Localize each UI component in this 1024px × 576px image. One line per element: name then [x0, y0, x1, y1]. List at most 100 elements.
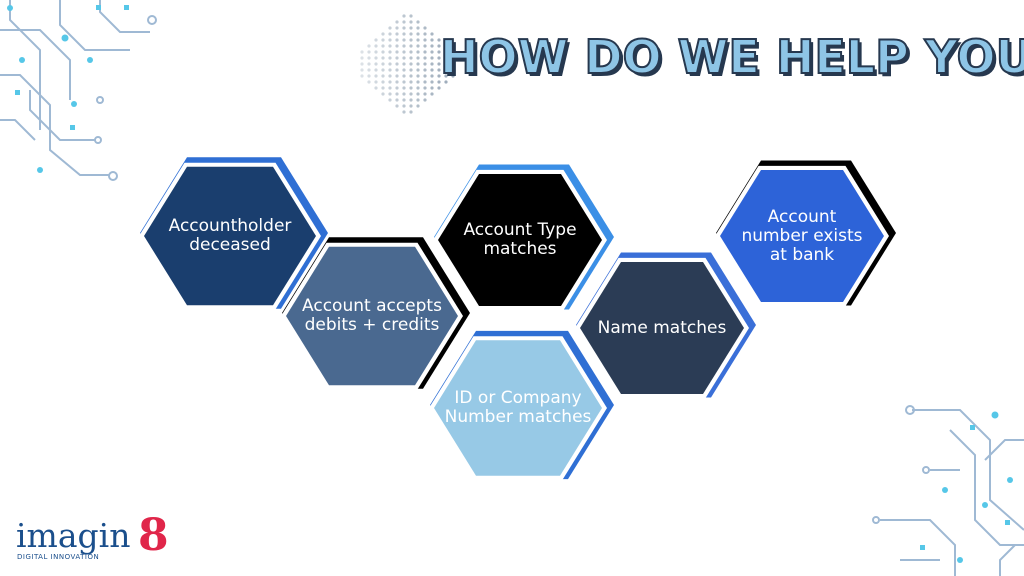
- arrow-dot: [388, 86, 392, 90]
- arrow-dot: [409, 32, 413, 36]
- arrow-dot: [360, 50, 364, 54]
- arrow-dot: [381, 68, 385, 72]
- arrow-dot: [416, 50, 420, 54]
- arrow-dot: [409, 80, 413, 84]
- arrow-dot: [430, 86, 434, 90]
- arrow-dot: [430, 50, 434, 54]
- hex-label-accepts-debits-credits: Account accepts debits + credits: [302, 296, 442, 335]
- arrow-dot: [367, 50, 371, 54]
- arrow-dot: [451, 50, 455, 54]
- arrow-dot: [437, 56, 441, 60]
- arrow-dot: [416, 74, 420, 78]
- arrow-dot: [367, 62, 371, 66]
- arrow-dot: [388, 50, 392, 54]
- arrow-dot: [451, 74, 455, 78]
- arrow-dot: [402, 98, 406, 102]
- arrow-dot: [402, 92, 406, 96]
- arrow-dot: [409, 104, 413, 108]
- hexagon-1: [286, 246, 458, 386]
- arrow-dot: [367, 44, 371, 48]
- arrow-dot: [416, 20, 420, 24]
- arrow-dot: [388, 98, 392, 102]
- arrow-dot: [416, 104, 420, 108]
- arrow-dot: [374, 38, 378, 42]
- arrow-dot: [395, 32, 399, 36]
- arrow-dot: [402, 20, 406, 24]
- hex-label-account-type: Account Type matches: [463, 220, 577, 259]
- arrow-dot: [360, 62, 364, 66]
- arrow-dot: [409, 44, 413, 48]
- arrow-dot: [416, 38, 420, 42]
- arrow-dot: [374, 50, 378, 54]
- arrow-dot: [381, 80, 385, 84]
- arrow-dot: [381, 56, 385, 60]
- arrow-dot: [367, 80, 371, 84]
- arrow-dot: [395, 92, 399, 96]
- arrow-dot: [381, 38, 385, 42]
- arrow-dot: [409, 38, 413, 42]
- arrow-dot: [360, 56, 364, 60]
- arrow-dot: [409, 20, 413, 24]
- logo-tagline: DIGITAL INNOVATION: [17, 553, 100, 561]
- arrow-dot: [423, 44, 427, 48]
- arrow-dot: [374, 56, 378, 60]
- arrow-dot: [388, 80, 392, 84]
- circuit-dots-top-left: [7, 5, 129, 173]
- logo-digit: 8: [138, 510, 169, 561]
- arrow-dot: [395, 104, 399, 108]
- hexagon-4: [580, 262, 744, 394]
- arrow-dot: [423, 98, 427, 102]
- arrow-dot: [388, 26, 392, 30]
- hex-label-name-matches: Name matches: [597, 317, 727, 338]
- arrow-dot: [430, 62, 434, 66]
- arrow-dot: [437, 74, 441, 78]
- arrow-dot: [402, 68, 406, 72]
- arrow-dot: [430, 92, 434, 96]
- arrow-dot: [402, 26, 406, 30]
- arrow-dot: [395, 80, 399, 84]
- arrow-dot: [423, 26, 427, 30]
- arrow-dot: [423, 56, 427, 60]
- arrow-dot: [423, 74, 427, 78]
- arrow-dot: [374, 80, 378, 84]
- arrow-dot: [374, 86, 378, 90]
- arrow-dot: [423, 62, 427, 66]
- logo-wordmark: imagin: [16, 516, 131, 555]
- arrow-dot: [395, 86, 399, 90]
- arrow-dot: [416, 80, 420, 84]
- arrow-dot: [423, 92, 427, 96]
- arrow-dot: [437, 68, 441, 72]
- arrow-dot: [437, 50, 441, 54]
- arrow-dot: [444, 56, 448, 60]
- arrow-dot: [437, 62, 441, 66]
- hexagon-group: [139, 157, 896, 480]
- arrow-dot: [381, 32, 385, 36]
- arrow-dot: [430, 32, 434, 36]
- arrow-dot: [430, 56, 434, 60]
- arrow-dot: [402, 80, 406, 84]
- arrow-dot: [409, 14, 413, 18]
- arrow-dot: [416, 32, 420, 36]
- arrow-dot: [444, 68, 448, 72]
- arrow-dot: [423, 38, 427, 42]
- arrow-dot: [360, 68, 364, 72]
- circuit-decoration-bottom-right: [872, 405, 1024, 576]
- arrow-dot: [437, 80, 441, 84]
- arrow-dot: [409, 56, 413, 60]
- circuit-decoration-top-left: [0, 0, 157, 181]
- arrow-dot: [430, 44, 434, 48]
- arrow-dot: [381, 50, 385, 54]
- arrow-dot: [437, 38, 441, 42]
- arrow-dot: [423, 50, 427, 54]
- arrow-dot: [402, 44, 406, 48]
- arrow-dot: [416, 98, 420, 102]
- hexagon-0: [144, 166, 316, 306]
- arrow-dot: [395, 38, 399, 42]
- arrow-dot: [395, 50, 399, 54]
- arrow-dot: [402, 110, 406, 114]
- hexagon-5: [720, 170, 884, 302]
- arrow-dot: [423, 32, 427, 36]
- arrow-dot: [409, 68, 413, 72]
- arrow-dot: [388, 68, 392, 72]
